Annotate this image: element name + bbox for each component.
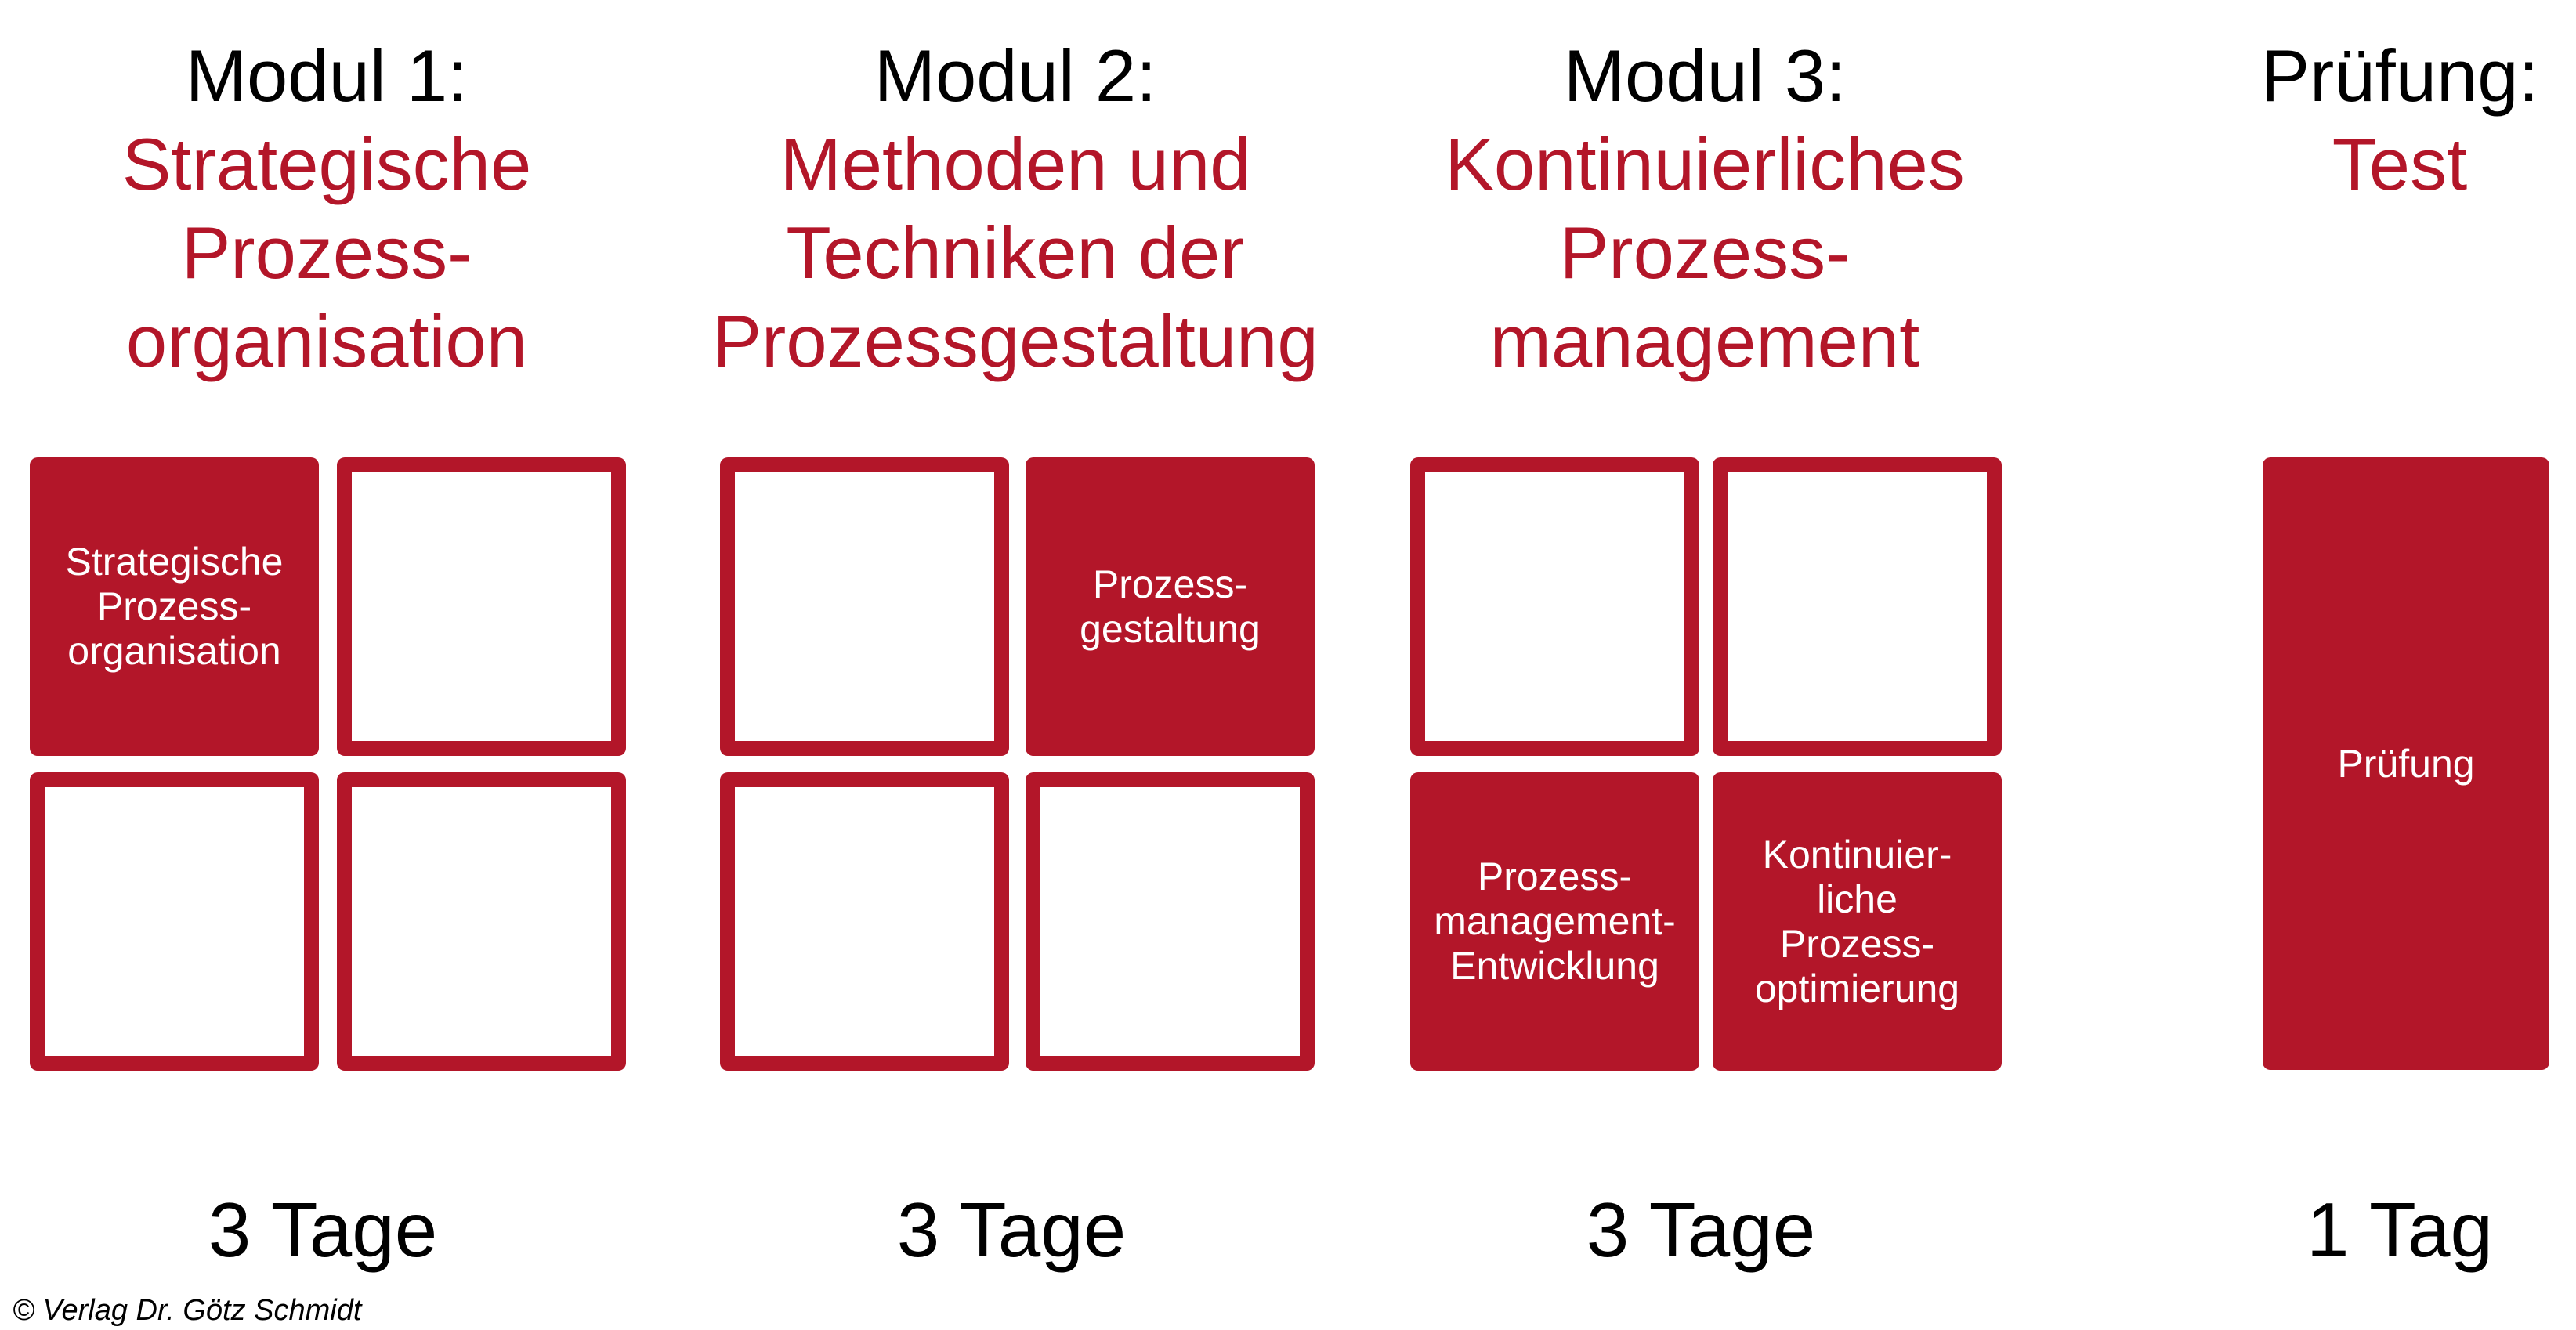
exam-duration: 1 Tag bbox=[2306, 1187, 2493, 1273]
tile-filled: Kontinuier- liche Prozess- optimierung bbox=[1713, 772, 2002, 1071]
module-label: Modul 3: bbox=[1563, 34, 1847, 117]
module-3-header: Modul 3: Kontinuierliches Prozess- manag… bbox=[1352, 31, 2057, 385]
tile-empty bbox=[720, 457, 1009, 756]
module-duration: 3 Tage bbox=[896, 1187, 1127, 1273]
tile-filled: Prozess- management- Entwicklung bbox=[1410, 772, 1699, 1071]
tile-filled: Strategische Prozess- organisation bbox=[30, 457, 319, 756]
exam-tile: Prüfung bbox=[2263, 457, 2549, 1070]
module-label: Modul 1: bbox=[185, 34, 469, 117]
module-duration: 3 Tage bbox=[208, 1187, 438, 1273]
tile-empty bbox=[337, 457, 626, 756]
module-2-header: Modul 2: Methoden und Techniken der Proz… bbox=[663, 31, 1368, 385]
tile-empty bbox=[337, 772, 626, 1071]
exam-header: Prüfung: Test bbox=[2047, 31, 2576, 208]
module-title: Test bbox=[2332, 123, 2468, 205]
module-duration: 3 Tage bbox=[1586, 1187, 1816, 1273]
tile-empty bbox=[30, 772, 319, 1071]
module-title: Methoden und Techniken der Prozessgestal… bbox=[712, 123, 1319, 382]
module-label: Prüfung: bbox=[2260, 34, 2539, 117]
module-1-header: Modul 1: Strategische Prozess- organisat… bbox=[0, 31, 679, 385]
tile-empty bbox=[1410, 457, 1699, 756]
module-title: Kontinuierliches Prozess- management bbox=[1445, 123, 1965, 382]
tile-filled: Prozess- gestaltung bbox=[1026, 457, 1315, 756]
copyright: © Verlag Dr. Götz Schmidt bbox=[13, 1294, 362, 1327]
tile-empty bbox=[1713, 457, 2002, 756]
module-label: Modul 2: bbox=[874, 34, 1157, 117]
module-title: Strategische Prozess- organisation bbox=[121, 123, 532, 382]
tile-empty bbox=[1026, 772, 1315, 1071]
tile-empty bbox=[720, 772, 1009, 1071]
